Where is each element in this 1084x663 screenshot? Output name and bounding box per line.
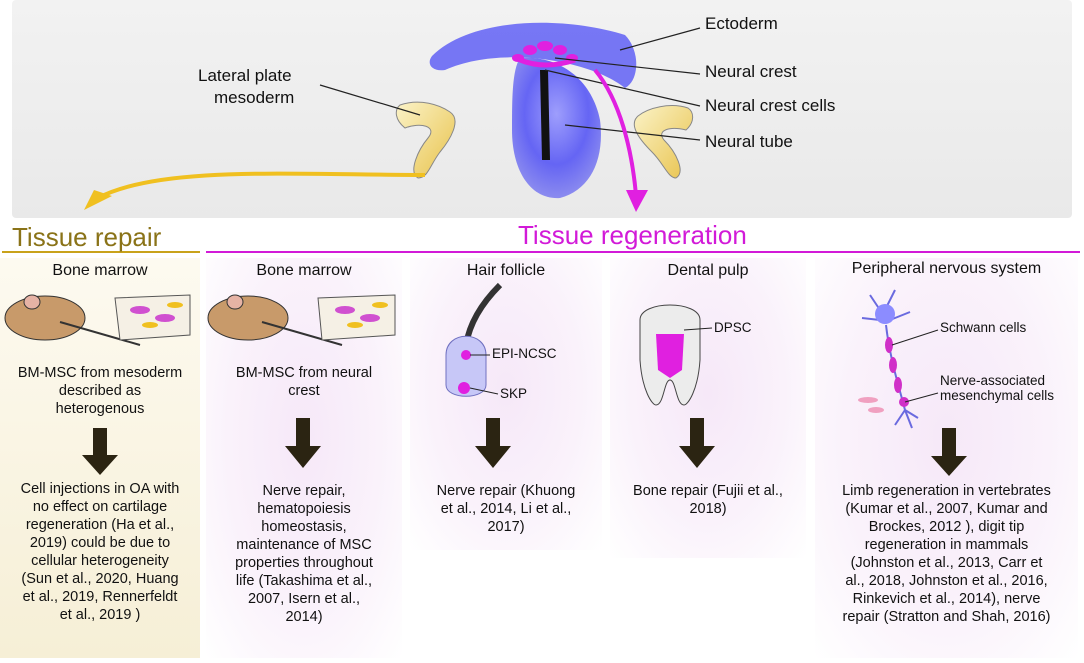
tissue-repair-title: Tissue repair [12,222,162,252]
label-dpsc: DPSC [714,320,752,335]
down-arrows [82,418,967,476]
tooth-illustration [639,304,713,406]
hair-follicle-illustration [445,282,503,397]
hair-follicle-panel [410,258,602,550]
repair-arrow [84,171,426,210]
tissue-regeneration-title: Tissue regeneration [518,220,747,250]
label-schwann-cells: Schwann cells [940,320,1027,335]
label-skp: SKP [500,386,528,401]
lateral-plate-left-shape [395,101,456,179]
regeneration-arrow [593,68,648,212]
col4-title: Dental pulp [667,262,749,279]
col2-title: Bone marrow [256,262,352,279]
label-ectoderm: Ectoderm [705,14,778,33]
neural-tube-shape [512,57,601,199]
col3-title: Hair follicle [466,262,546,279]
label-neural-crest: Neural crest [705,62,797,81]
label-neural-crest-cells: Neural crest cells [705,96,836,115]
col1-title: Bone marrow [52,262,148,279]
label-epi-ncsc: EPI-NCSC [492,346,557,361]
label-neural-tube: Neural tube [705,132,793,151]
label-lateral-plate-1: Lateral plate [198,66,292,85]
label-lateral-plate-2: mesoderm [214,88,295,107]
leader-lines [319,27,701,141]
nerve-illustration [858,289,939,429]
col5-outcome: Limb regeneration in vertebrates(Kumar e… [842,483,1051,625]
mouse-illustration-2 [207,294,396,346]
dental-pulp-panel [610,258,806,558]
col4-outcome: Bone repair (Fujii et al.,2018) [633,483,783,517]
lateral-plate-right-shape [633,105,694,179]
col5-title: Peripheral nervous system [851,260,1042,277]
ectoderm-shape [429,22,637,88]
mouse-illustration-1 [4,294,191,346]
